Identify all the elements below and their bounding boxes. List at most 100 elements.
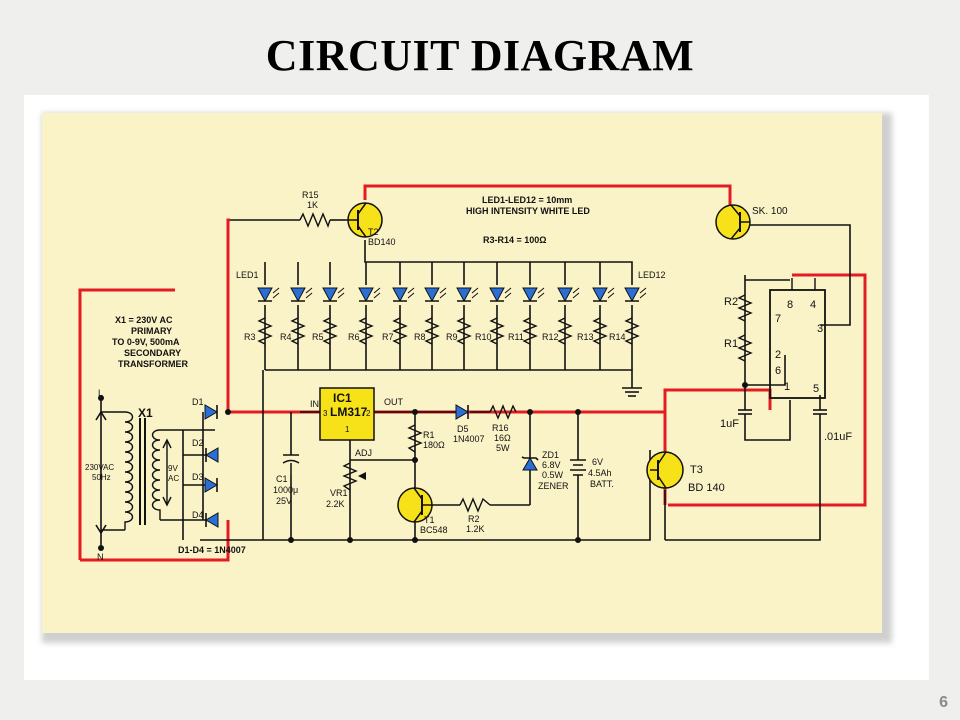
label-ic1: IC1 bbox=[333, 391, 352, 405]
led bbox=[522, 287, 545, 303]
label-r1: R1 bbox=[423, 430, 435, 440]
bridge-diodes bbox=[204, 404, 539, 528]
led bbox=[592, 287, 615, 303]
label-c1-v: 25V bbox=[276, 496, 292, 506]
label-transformer-4: SECONDARY bbox=[124, 348, 181, 358]
resistor-r6 bbox=[358, 317, 374, 345]
transistor-t1 bbox=[397, 487, 433, 523]
capacitor-c1 bbox=[282, 454, 300, 475]
zener-zd1 bbox=[521, 456, 539, 471]
label-pin-4: 4 bbox=[810, 299, 816, 311]
label-t2: T2 bbox=[368, 227, 379, 237]
label-r3: R3 bbox=[244, 332, 256, 342]
label-batt: BATT. bbox=[590, 479, 614, 489]
resistor-r9 bbox=[456, 317, 472, 345]
diode-d3 bbox=[204, 477, 218, 493]
label-batt-v: 6V bbox=[592, 457, 603, 467]
label-d2: D2 bbox=[192, 438, 204, 448]
label-d3: D3 bbox=[192, 472, 204, 482]
label-d5: D5 bbox=[457, 424, 469, 434]
label-r12: R12 bbox=[542, 332, 559, 342]
label-x1: X1 bbox=[138, 406, 153, 420]
label-r13: R13 bbox=[577, 332, 594, 342]
label-r-spec: R3-R14 = 100Ω bbox=[483, 235, 547, 245]
resistor-r2-lower bbox=[459, 497, 491, 513]
label-zd1-type: ZENER bbox=[538, 481, 569, 491]
battery bbox=[570, 459, 586, 476]
label-cap-1uf: 1uF bbox=[720, 418, 739, 430]
resistor-r3 bbox=[257, 317, 273, 345]
label-out: OUT bbox=[384, 397, 404, 407]
label-r2-lower-value: 1.2K bbox=[466, 524, 485, 534]
label-led12: LED12 bbox=[638, 270, 666, 280]
resistor-r5 bbox=[322, 317, 338, 345]
label-r7: R7 bbox=[382, 332, 394, 342]
potentiometer-vr1 bbox=[342, 462, 358, 491]
page-number: 6 bbox=[939, 694, 948, 711]
label-r6: R6 bbox=[348, 332, 360, 342]
ic1-lm317 bbox=[319, 387, 375, 441]
label-pin1: 1 bbox=[345, 425, 350, 434]
timer-ic bbox=[769, 289, 826, 399]
led bbox=[624, 287, 647, 303]
circuit-board bbox=[42, 113, 882, 633]
led bbox=[456, 287, 479, 303]
resistor-r1-timer bbox=[737, 334, 753, 362]
label-sk100: SK. 100 bbox=[752, 206, 788, 217]
label-transformer-3: TO 0-9V, 500mA bbox=[112, 337, 180, 347]
label-pin-2: 2 bbox=[775, 349, 781, 361]
led bbox=[322, 287, 345, 303]
led bbox=[392, 287, 415, 303]
label-vr1-value: 2.2K bbox=[326, 499, 345, 509]
label-r16-watt: 5W bbox=[496, 443, 510, 453]
led bbox=[358, 287, 381, 303]
label-t1: T1 bbox=[424, 515, 435, 525]
led bbox=[424, 287, 447, 303]
resistor-r15 bbox=[299, 212, 331, 228]
vr1-wiper bbox=[358, 472, 366, 480]
label-led-spec-2: HIGH INTENSITY WHITE LED bbox=[466, 206, 590, 216]
label-r2-lower: R2 bbox=[468, 514, 480, 524]
label-pin-3: 3 bbox=[817, 323, 823, 335]
resistor-r14 bbox=[624, 317, 640, 345]
resistor-r12 bbox=[557, 317, 573, 345]
diode-d1 bbox=[204, 404, 218, 420]
led-row bbox=[257, 287, 647, 303]
transistor-t2 bbox=[345, 202, 383, 238]
label-lm317: LM317 bbox=[330, 405, 368, 419]
label-d4: D4 bbox=[192, 510, 204, 520]
label-c1: C1 bbox=[276, 474, 288, 484]
transistor-sk100 bbox=[715, 204, 751, 240]
label-secondary-ac: AC bbox=[168, 474, 179, 483]
label-pin-5: 5 bbox=[813, 383, 819, 395]
transformer-x1 bbox=[124, 411, 183, 530]
resistor-r13 bbox=[592, 317, 608, 345]
label-vr1: VR1 bbox=[330, 488, 348, 498]
label-pin-7: 7 bbox=[775, 313, 781, 325]
resistor-r1 bbox=[407, 424, 423, 453]
label-n: N bbox=[97, 552, 104, 562]
diode-d2 bbox=[205, 447, 219, 463]
label-t3: T3 bbox=[690, 464, 703, 476]
label-zd1: ZD1 bbox=[542, 450, 559, 460]
label-pin-6: 6 bbox=[775, 365, 781, 377]
label-r16: R16 bbox=[492, 423, 509, 433]
label-pin2: 2 bbox=[366, 409, 371, 418]
label-r2-timer: R2 bbox=[724, 296, 738, 308]
resistor-r2-timer bbox=[737, 294, 753, 322]
label-transformer-5: TRANSFORMER bbox=[118, 359, 188, 369]
label-t2-part: BD140 bbox=[368, 237, 396, 247]
junctions bbox=[98, 382, 748, 551]
label-r15: R15 bbox=[302, 190, 319, 200]
label-pin-8: 8 bbox=[787, 299, 793, 311]
label-r5: R5 bbox=[312, 332, 324, 342]
label-d5-part: 1N4007 bbox=[453, 434, 485, 444]
led bbox=[557, 287, 580, 303]
label-adj: ADJ bbox=[355, 448, 372, 458]
label-t1-part: BC548 bbox=[420, 525, 448, 535]
diode-d5 bbox=[455, 404, 469, 420]
label-zd1-v: 6.8V bbox=[542, 460, 561, 470]
resistors bbox=[257, 212, 753, 513]
label-d1: D1 bbox=[192, 397, 204, 407]
label-transformer-1: X1 = 230V AC bbox=[115, 315, 173, 325]
